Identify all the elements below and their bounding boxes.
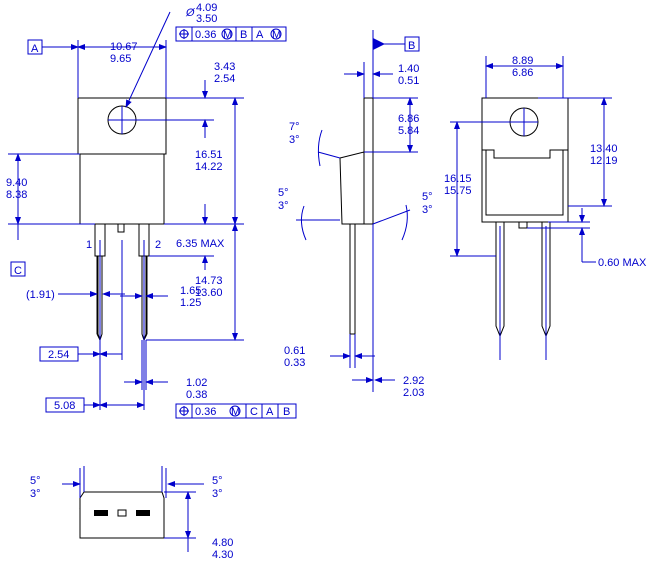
svg-text:5°: 5° (30, 475, 41, 487)
hole-dia-min: 3.50 (196, 13, 217, 25)
svg-text:15.75: 15.75 (444, 185, 472, 197)
svg-text:1.65: 1.65 (180, 285, 201, 297)
svg-text:A: A (266, 406, 274, 418)
svg-text:0.38: 0.38 (186, 389, 207, 401)
svg-text:M: M (231, 406, 240, 418)
datum-c: C (14, 265, 22, 277)
svg-text:12.19: 12.19 (590, 155, 618, 167)
back-dimensions: 8.89 6.86 16.15 15.75 13.40 12.19 0.60 M… (444, 55, 647, 269)
svg-text:6.35 MAX: 6.35 MAX (176, 238, 225, 250)
svg-text:16.51: 16.51 (195, 149, 223, 161)
svg-text:5.84: 5.84 (398, 125, 419, 137)
svg-text:2.92: 2.92 (403, 375, 424, 387)
svg-text:A: A (256, 29, 264, 41)
svg-text:13.40: 13.40 (590, 143, 618, 155)
svg-text:0.60 MAX: 0.60 MAX (598, 257, 647, 269)
svg-text:8.38: 8.38 (6, 189, 27, 201)
svg-text:3°: 3° (422, 204, 433, 216)
hole-dia-symbol: Ø (185, 7, 196, 19)
svg-text:4.80: 4.80 (212, 537, 233, 549)
svg-text:13.60: 13.60 (195, 287, 223, 299)
svg-text:7°: 7° (289, 121, 300, 133)
svg-text:B: B (240, 29, 247, 41)
svg-text:2.54: 2.54 (48, 349, 69, 361)
svg-text:9.40: 9.40 (6, 177, 27, 189)
svg-text:0.36: 0.36 (195, 406, 216, 418)
datum-a: A (31, 43, 39, 55)
svg-text:3°: 3° (30, 488, 41, 500)
svg-text:5°: 5° (212, 475, 223, 487)
svg-text:1.25: 1.25 (180, 297, 201, 309)
svg-text:(1.91): (1.91) (26, 289, 55, 301)
svg-text:14.73: 14.73 (195, 275, 223, 287)
side-dimensions: B 1.40 0.51 7° 3° 6.86 5.84 5° 3° 5° 3° … (278, 30, 433, 399)
svg-text:6.86: 6.86 (512, 67, 533, 79)
svg-text:4.30: 4.30 (212, 549, 233, 561)
hole-dia-max: 4.09 (196, 2, 217, 14)
svg-text:3°: 3° (289, 134, 300, 146)
svg-text:16.15: 16.15 (444, 173, 472, 185)
svg-text:0.33: 0.33 (284, 357, 305, 369)
svg-text:6.86: 6.86 (398, 113, 419, 125)
svg-text:M: M (223, 29, 232, 41)
svg-text:3°: 3° (212, 488, 223, 500)
front-width-max: 10.67 (110, 41, 138, 53)
front-width-min: 9.65 (110, 53, 131, 65)
svg-text:3.43: 3.43 (214, 61, 235, 73)
svg-text:14.22: 14.22 (195, 161, 223, 173)
svg-text:M: M (272, 29, 281, 41)
svg-text:5°: 5° (278, 187, 289, 199)
svg-text:0.61: 0.61 (284, 345, 305, 357)
svg-text:0.36: 0.36 (195, 29, 216, 41)
svg-text:2: 2 (155, 239, 161, 251)
end-dimensions: 5° 3° 5° 3° 4.80 4.30 (30, 466, 233, 561)
svg-text:B: B (283, 406, 290, 418)
fcf-top: 0.36 M B A M (175, 26, 287, 42)
side-view (339, 97, 374, 335)
svg-text:1.02: 1.02 (186, 377, 207, 389)
svg-text:8.89: 8.89 (512, 55, 533, 67)
svg-text:2.03: 2.03 (403, 387, 424, 399)
datum-b: B (408, 40, 415, 52)
svg-text:3°: 3° (278, 200, 289, 212)
svg-text:5.08: 5.08 (54, 400, 75, 412)
svg-text:1: 1 (86, 239, 92, 251)
svg-text:C: C (250, 406, 258, 418)
svg-text:5°: 5° (422, 191, 433, 203)
end-view (79, 491, 165, 539)
front-dimensions: A 10.67 9.65 Ø 4.09 3.50 0.36 M B A M (6, 2, 297, 419)
svg-text:2.54: 2.54 (214, 73, 235, 85)
svg-text:0.51: 0.51 (398, 75, 419, 87)
back-view (481, 97, 569, 360)
fcf-bottom: 0.36 M C A B (175, 403, 297, 419)
svg-text:1.40: 1.40 (398, 63, 419, 75)
